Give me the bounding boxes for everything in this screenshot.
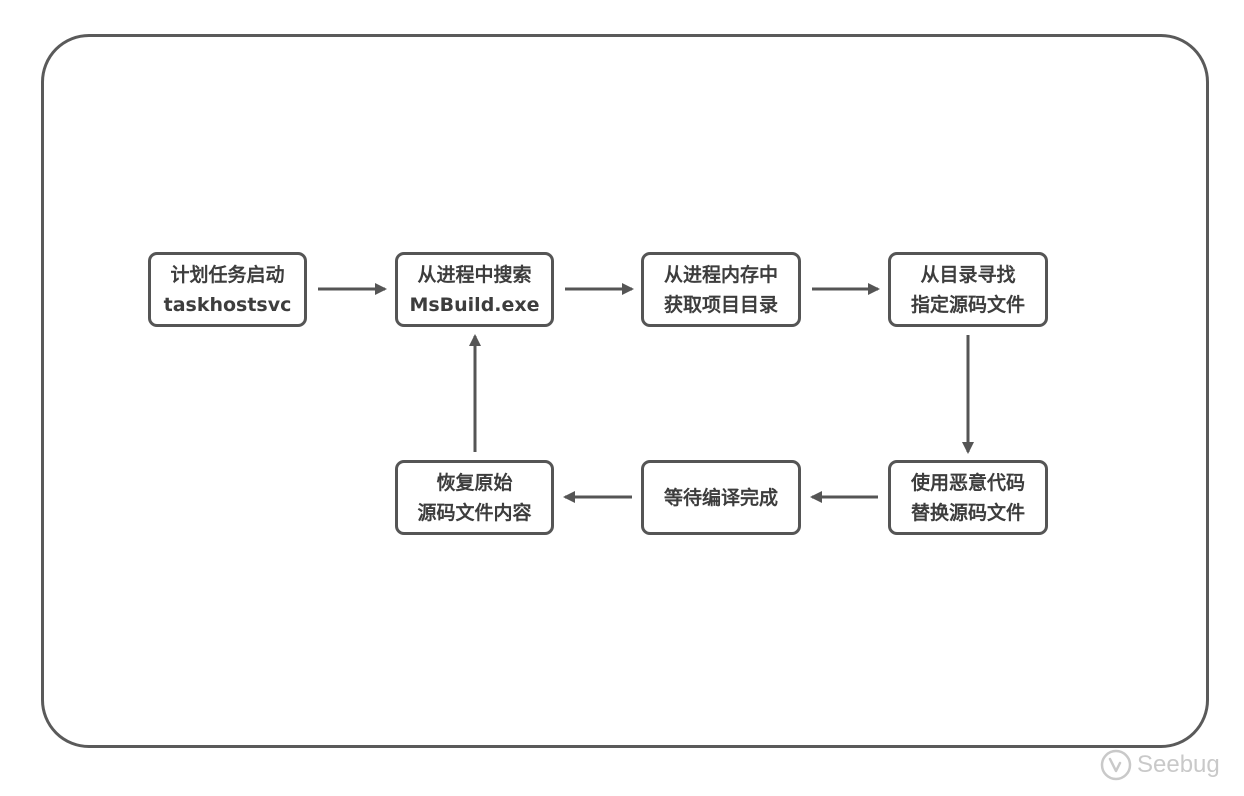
watermark-text: Seebug [1137,751,1220,778]
diagram-frame [41,34,1209,748]
seebug-watermark: Seebug [1099,748,1220,782]
node-wait-for-compile: 等待编译完成 [641,460,801,535]
node-search-msbuild-process: 从进程中搜索 MsBuild.exe [395,252,554,327]
node-label-line1: 从目录寻找 [920,263,1016,286]
node-label-line1: 恢复原始 [436,471,513,494]
node-label-line2: MsBuild.exe [409,293,540,316]
node-label-line1: 从进程内存中 [663,263,778,286]
node-get-project-dir-from-memory: 从进程内存中 获取项目目录 [641,252,801,327]
node-scheduled-task-start: 计划任务启动 taskhostsvc [148,252,307,327]
node-restore-source-file: 恢复原始 源码文件内容 [395,460,554,535]
node-label-line1: 计划任务启动 [170,263,285,286]
node-label-line2: taskhostsvc [163,293,292,316]
node-label-line2: 替换源码文件 [910,501,1025,524]
node-label-line2: 指定源码文件 [910,293,1025,316]
node-find-source-file: 从目录寻找 指定源码文件 [888,252,1048,327]
node-replace-with-malicious-code: 使用恶意代码 替换源码文件 [888,460,1048,535]
node-label-line1: 等待编译完成 [663,486,778,509]
node-label-line2: 获取项目目录 [663,293,778,316]
node-label-line1: 从进程中搜索 [417,263,532,286]
node-label-line1: 使用恶意代码 [910,471,1025,494]
node-label-line2: 源码文件内容 [417,501,532,524]
seebug-logo-icon [1100,749,1132,781]
